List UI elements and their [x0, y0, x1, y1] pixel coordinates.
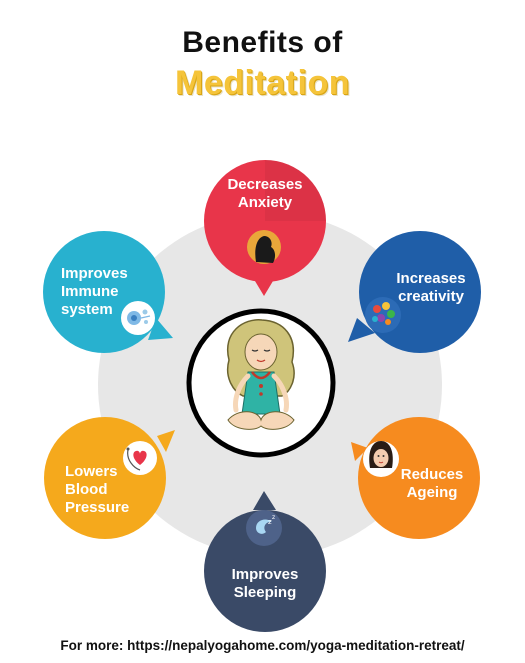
face-icon	[363, 441, 399, 477]
benefit-label-creativity: Increases creativity	[386, 270, 476, 306]
benefit-label-line: Immune	[61, 283, 119, 300]
center-meditation-circle	[186, 308, 336, 458]
benefit-label-line: system	[61, 301, 113, 318]
benefit-bubble-immune	[43, 231, 173, 353]
benefit-label-line: Pressure	[65, 499, 130, 516]
svg-text:z: z	[268, 518, 272, 526]
benefit-label-blood-pressure: Lowers Blood Pressure	[65, 463, 155, 517]
benefit-label-line: Sleeping	[233, 584, 297, 601]
sleeping-moon-icon: z z	[246, 510, 282, 546]
heart-stethoscope-icon	[123, 441, 157, 475]
benefit-label-line: Improves	[61, 265, 128, 282]
benefit-label-line: Anxiety	[237, 194, 293, 211]
page-title: Benefits of	[182, 26, 343, 59]
brain-colors-icon	[365, 297, 401, 333]
benefit-bubble-anxiety	[204, 160, 326, 296]
woman-silhouette-icon	[247, 230, 281, 264]
benefit-label-line: Ageing	[406, 484, 458, 501]
benefit-bubble-ageing	[351, 417, 480, 539]
benefit-bubble-sleeping: z z	[204, 491, 326, 632]
benefit-label-line: creativity	[398, 288, 464, 305]
benefit-label-line: Lowers	[65, 463, 118, 480]
benefit-bubble-creativity	[348, 231, 481, 353]
benefit-label-line: Improves	[231, 566, 299, 583]
immune-cell-icon	[121, 301, 155, 335]
benefit-label-immune: Improves Immune system	[61, 265, 151, 319]
svg-text:z: z	[272, 514, 275, 521]
benefit-label-anxiety: Decreases Anxiety	[215, 176, 315, 212]
benefit-label-line: Increases	[396, 270, 466, 287]
benefit-label-line: Blood	[65, 481, 108, 498]
benefit-label-line: Reduces	[400, 466, 464, 483]
benefit-label-line: Decreases	[227, 176, 303, 193]
benefit-bubble-blood-pressure	[44, 417, 175, 539]
benefit-label-sleeping: Improves Sleeping	[220, 566, 310, 602]
meditating-woman-icon	[226, 319, 295, 430]
footer-source-text: For more: https://nepalyogahome.com/yoga…	[60, 638, 465, 653]
benefit-label-ageing: Reduces Ageing	[392, 466, 472, 502]
page-subtitle: Meditation	[175, 64, 350, 102]
